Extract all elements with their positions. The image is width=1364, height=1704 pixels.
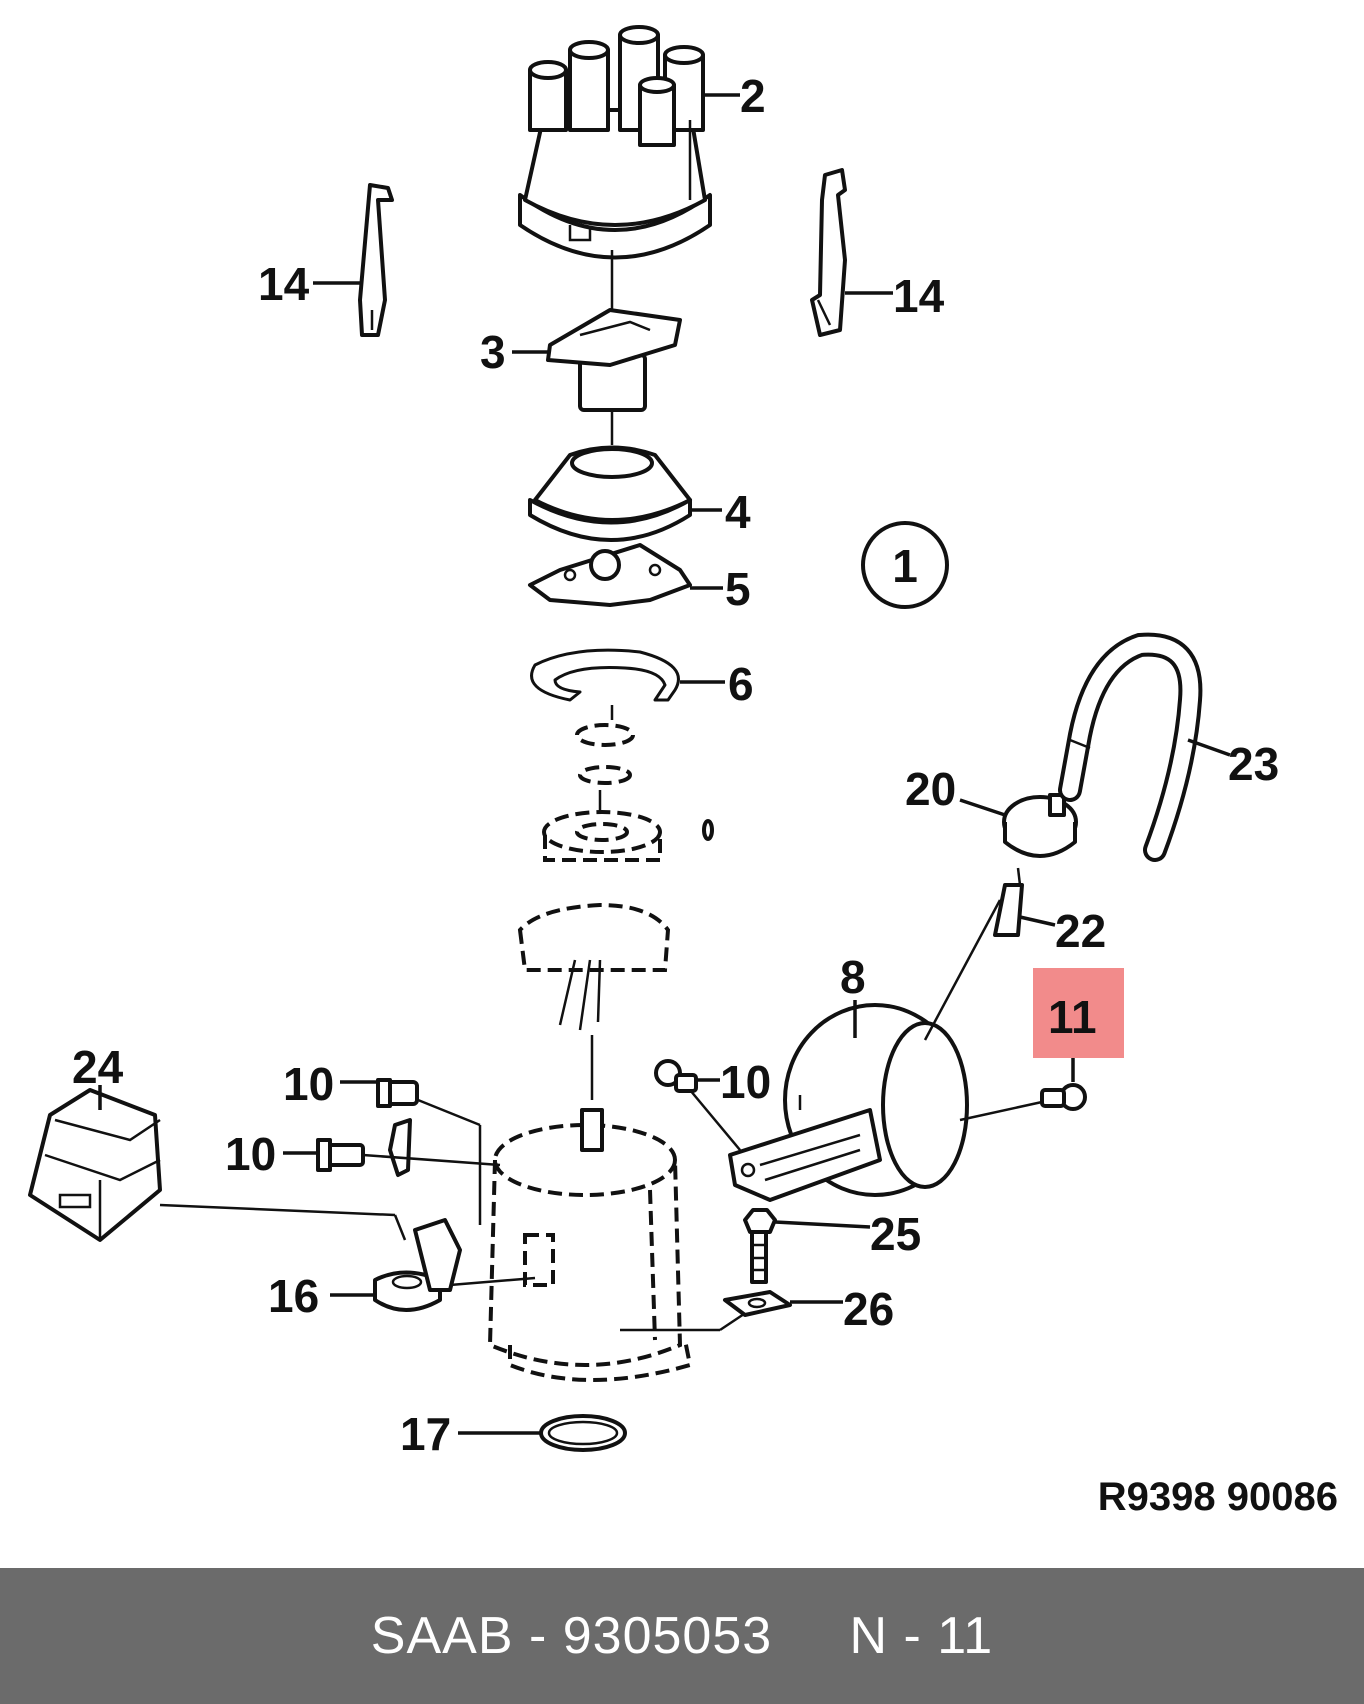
leader-25: [774, 1220, 871, 1229]
callout-8[interactable]: 8: [840, 951, 866, 1003]
callout-23[interactable]: 23: [1228, 738, 1279, 790]
callout-10-b[interactable]: 10: [225, 1128, 276, 1180]
part-distributor-body: [487, 1108, 751, 1382]
part-screw-upper-left: [376, 1078, 419, 1177]
callout-25[interactable]: 25: [870, 1208, 921, 1260]
part-connector-tube: [993, 867, 1024, 937]
part-clip-right: [810, 168, 847, 337]
callout-4[interactable]: 4: [725, 486, 751, 538]
part-vacuum-unit: [728, 1003, 969, 1202]
part-screw-right: [654, 1059, 698, 1093]
callout-14-right[interactable]: 14: [893, 270, 945, 322]
callout-24[interactable]: 24: [72, 1041, 124, 1093]
leader-22: [1019, 915, 1056, 927]
part-internal-dashed: [517, 705, 714, 1100]
callout-highlight: [1033, 968, 1124, 1058]
part-distributor-cap: [518, 25, 712, 260]
callout-22[interactable]: 22: [1055, 905, 1106, 957]
callout-5[interactable]: 5: [725, 563, 751, 615]
part-connector: [28, 1088, 162, 1242]
footer-brand: SAAB: [370, 1607, 514, 1665]
part-dust-shield: [528, 445, 692, 542]
part-hose: [1058, 632, 1203, 862]
callout-10-c[interactable]: 10: [720, 1056, 771, 1108]
callout-3[interactable]: 3: [480, 326, 506, 378]
callout-26[interactable]: 26: [843, 1283, 894, 1335]
part-washer: [723, 1290, 792, 1317]
footer-position-prefix: N -: [849, 1607, 938, 1665]
callout-17[interactable]: 17: [400, 1408, 451, 1460]
leader-20: [959, 798, 1006, 817]
circled-marker-ring: [861, 521, 949, 609]
part-bracket: [373, 1218, 462, 1312]
part-vacuum-valve: [1002, 793, 1078, 858]
part-nut: [1040, 1083, 1087, 1111]
callout-10-a[interactable]: 10: [283, 1058, 334, 1110]
leader-23: [1187, 738, 1231, 757]
footer-bar: SAAB - 9305053 N - 11: [0, 1568, 1364, 1704]
footer-separator: -: [513, 1607, 563, 1665]
part-rotor: [546, 308, 682, 412]
circled-marker: 1: [892, 540, 918, 592]
callout-2[interactable]: 2: [740, 70, 766, 122]
part-bolt: [743, 1208, 777, 1284]
callout-14-left[interactable]: 14: [258, 258, 310, 310]
footer-gap: [772, 1606, 849, 1666]
callout-6[interactable]: 6: [728, 658, 754, 710]
callout-20[interactable]: 20: [905, 763, 956, 815]
diagram-reference-code: R9398 90086: [1098, 1475, 1338, 1519]
footer-position-number: 11: [937, 1607, 994, 1665]
footer-part-number: 9305053: [562, 1607, 773, 1665]
exploded-parts-diagram: 2 14 14 3 4 5 6 20 23 22 8 11 10 10 10 2…: [28, 25, 1338, 1519]
part-trigger-plate: [528, 543, 692, 607]
callout-11[interactable]: 11: [1048, 991, 1097, 1043]
part-screw-lower-left: [316, 1138, 365, 1172]
part-clip-left: [358, 183, 394, 337]
part-circlip: [530, 648, 680, 702]
callout-16[interactable]: 16: [268, 1270, 319, 1322]
